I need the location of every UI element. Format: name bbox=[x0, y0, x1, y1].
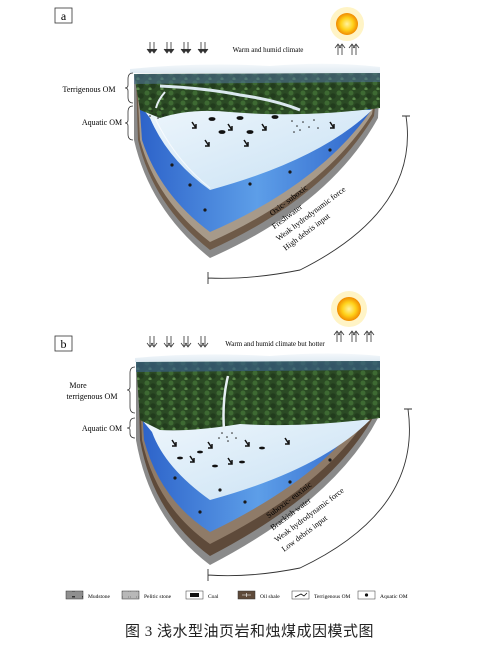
figure-caption: 图 3 浅水型油页岩和烛煤成因模式图 bbox=[124, 624, 374, 640]
waterfall-stream bbox=[222, 375, 230, 431]
panel-b-more-label: More bbox=[69, 381, 87, 390]
aquatic-om-symbols bbox=[170, 148, 332, 212]
panel-b: b Warm and humid climate but hotter bbox=[54, 291, 412, 581]
river bbox=[159, 84, 301, 112]
panel-b-label-box bbox=[54, 335, 73, 352]
legend-pelitic-label: Pelitic stone bbox=[144, 594, 172, 600]
forest bbox=[136, 361, 380, 431]
legend-item-coal: Coal bbox=[185, 590, 219, 600]
sun-icon bbox=[330, 7, 364, 41]
panel-a-terrigenous-label: Terrigenous OM bbox=[63, 85, 116, 94]
panel-a-climate: Warm and humid climate bbox=[233, 46, 304, 54]
legend-coal-label: Coal bbox=[208, 594, 219, 600]
panel-b-label: b bbox=[61, 337, 67, 351]
legend: Mudstone Pelitic stone Coal Oil shale Te… bbox=[65, 590, 408, 600]
terrigenous-om-icon bbox=[294, 592, 308, 598]
terrigenous-om-dots bbox=[218, 432, 237, 442]
legend-mudstone-label: Mudstone bbox=[88, 594, 111, 600]
distant-hills bbox=[134, 73, 380, 84]
pelitic-swatch bbox=[121, 590, 140, 600]
aquatic-om-arrows bbox=[191, 115, 335, 147]
aquatic-bracket bbox=[124, 105, 134, 141]
mudstone-swatch bbox=[65, 590, 84, 600]
aquatic-om-icon bbox=[364, 593, 369, 597]
stream bbox=[155, 91, 166, 109]
lake-water bbox=[142, 420, 370, 500]
panel-b-climate: Warm and humid climate but hotter bbox=[225, 340, 325, 348]
legend-item-terrigenous-om: Terrigenous OM bbox=[291, 590, 351, 600]
terrigenous-bracket bbox=[126, 366, 136, 414]
evaporation-arrows-icon bbox=[334, 43, 360, 55]
aquatic-om-symbols bbox=[173, 458, 332, 514]
panel-a-aquatic-label: Aquatic OM bbox=[82, 118, 122, 127]
panel-a-label-box bbox=[54, 7, 73, 24]
aquatic-bracket bbox=[126, 417, 136, 439]
conditions-bracket bbox=[207, 408, 412, 581]
sky-strip bbox=[135, 353, 380, 362]
panel-b-aquatic-label: Aquatic OM bbox=[82, 424, 122, 433]
conditions-bracket bbox=[207, 115, 410, 284]
legend-item-mudstone: Mudstone bbox=[65, 590, 111, 600]
legend-oil-shale-label: Oil shale bbox=[260, 594, 280, 600]
aquatic-om-arrows bbox=[171, 437, 290, 465]
panel-a-label: a bbox=[61, 9, 67, 23]
panel-a: a Warm and humid climate bbox=[54, 7, 410, 284]
panel-b-terrigenous-label: terrigenous OM bbox=[67, 392, 118, 401]
terrigenous-om-dots bbox=[149, 109, 319, 133]
coal-swatch bbox=[190, 593, 199, 597]
evaporation-arrows-icon bbox=[333, 330, 375, 342]
forest bbox=[134, 73, 380, 118]
sun-icon bbox=[331, 291, 367, 327]
distant-hills bbox=[136, 361, 380, 372]
legend-item-pelitic: Pelitic stone bbox=[121, 590, 172, 600]
terrigenous-bracket bbox=[124, 72, 134, 104]
lake-water bbox=[140, 105, 372, 190]
rainfall-arrows-icon bbox=[146, 42, 209, 54]
legend-item-aquatic-om: Aquatic OM bbox=[357, 590, 408, 600]
legend-aquatic-label: Aquatic OM bbox=[380, 594, 408, 600]
legend-terrigenous-label: Terrigenous OM bbox=[314, 594, 351, 600]
sky-strip bbox=[130, 63, 380, 73]
aquatic-om-particles bbox=[177, 446, 265, 468]
rainfall-arrows-icon bbox=[146, 336, 209, 348]
legend-item-oil-shale: Oil shale bbox=[237, 590, 280, 600]
